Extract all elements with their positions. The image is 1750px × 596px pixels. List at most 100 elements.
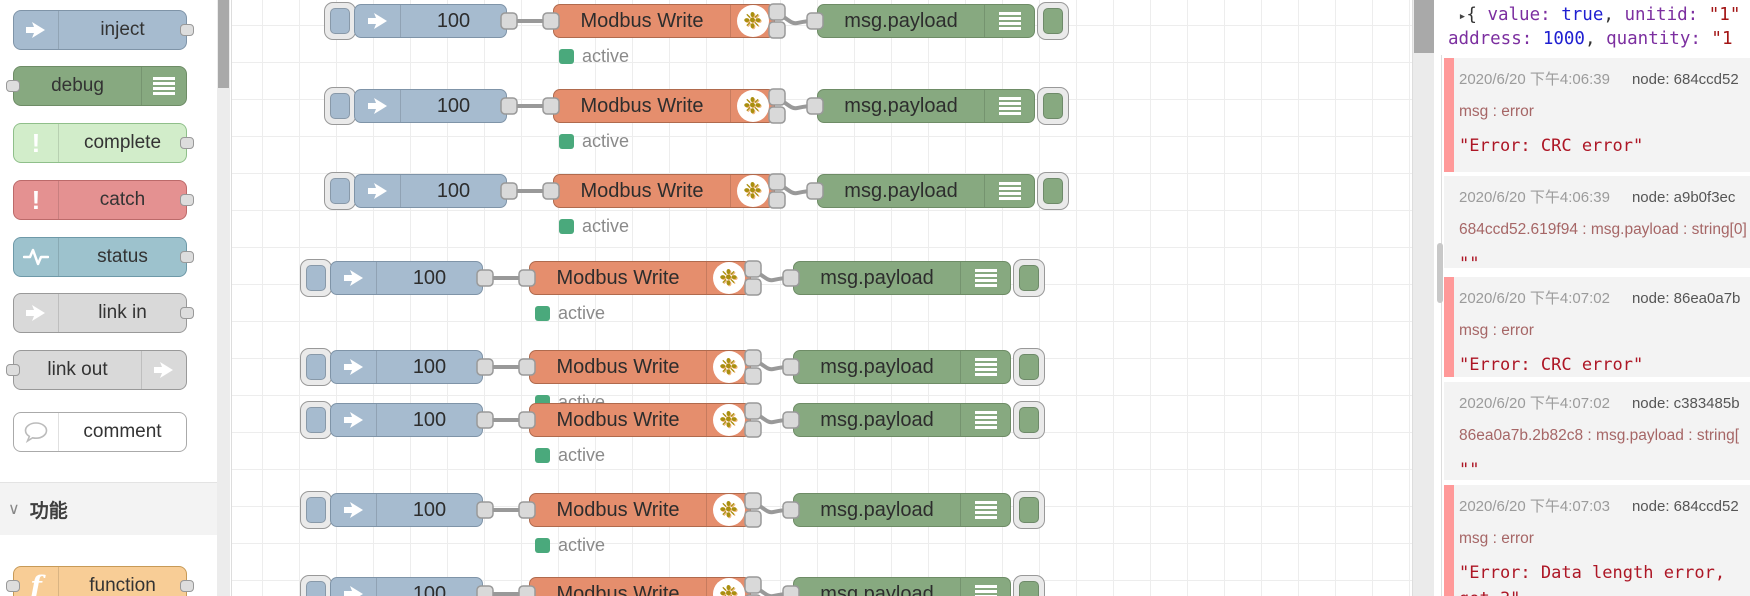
debug-toggle-button[interactable] (1013, 491, 1045, 529)
debug-msg-payload-node[interactable]: msg.payload (817, 89, 1035, 123)
output-port[interactable] (180, 24, 194, 36)
inject-node[interactable]: 100 (330, 577, 483, 596)
modbus-write-node[interactable]: Modbus Write❉ (553, 89, 775, 123)
list-icon (998, 12, 1021, 30)
debug-toggle-button[interactable] (1037, 87, 1069, 125)
debug-message-object[interactable]: ▸{ value: true, unitid: "1" address: 100… (1444, 0, 1750, 54)
canvas-scrollbar[interactable] (1412, 0, 1434, 596)
inject-node[interactable]: 100 (354, 174, 507, 208)
debug-message-property: msg : error (1459, 103, 1534, 120)
inject-node-label: 100 (436, 9, 471, 32)
inject-node[interactable]: 100 (330, 403, 483, 437)
inject-node[interactable]: 100 (330, 493, 483, 527)
canvas-scrollbar-thumb[interactable] (1414, 0, 1434, 53)
debug-msg-payload-node[interactable]: msg.payload (793, 493, 1011, 527)
palette-scrollbar-thumb[interactable] (218, 0, 229, 88)
palette-item-status[interactable]: status (13, 237, 194, 277)
modbus-write-node[interactable]: Modbus Write❉ (529, 350, 751, 384)
inject-trigger-button[interactable] (300, 575, 332, 596)
debug-message-body: "Error: CRC error" (1459, 355, 1644, 375)
debug-msg-payload-node[interactable]: msg.payload (793, 403, 1011, 437)
modbus-write-node[interactable]: Modbus Write❉ (529, 403, 751, 437)
palette-item-inject[interactable]: inject (13, 10, 194, 50)
debug-timestamp: 2020/6/20 下午4:06:39 (1459, 71, 1610, 88)
debug-toggle-button[interactable] (1037, 2, 1069, 40)
inject-trigger-button[interactable] (300, 348, 332, 386)
output-port[interactable] (180, 580, 194, 592)
input-port[interactable] (6, 580, 20, 592)
debug-msg-payload-node[interactable]: msg.payload (793, 350, 1011, 384)
status-dot-icon (559, 219, 574, 234)
debug-toggle-button[interactable] (1013, 575, 1045, 596)
inject-node[interactable]: 100 (354, 89, 507, 123)
modbus-write-node[interactable]: Modbus Write❉ (553, 4, 775, 38)
palette-item-complete[interactable]: !complete (13, 123, 194, 163)
output-port[interactable] (180, 194, 194, 206)
debug-toggle-button[interactable] (1013, 401, 1045, 439)
inject-trigger-button[interactable] (300, 401, 332, 439)
palette-item-debug[interactable]: debug (6, 66, 187, 106)
debug-toggle-button[interactable] (1013, 259, 1045, 297)
list-icon (153, 77, 175, 95)
debug-toggle-button[interactable] (1037, 172, 1069, 210)
palette-item-link-in[interactable]: link in (13, 293, 194, 333)
debug-object-preview[interactable]: ▸{ value: true, unitid: "1" address: 100… (1448, 5, 1741, 49)
output-port[interactable] (180, 307, 194, 319)
palette-item-link-out[interactable]: link out (6, 350, 187, 390)
debug-node-id: node: a9b0f3ec (1631, 189, 1736, 206)
node-status-active: active (535, 445, 605, 466)
node-status-active: active (559, 216, 629, 237)
inject-trigger-button[interactable] (324, 87, 356, 125)
input-port[interactable] (6, 364, 20, 376)
inject-trigger-button[interactable] (300, 259, 332, 297)
debug-toggle-button[interactable] (1013, 348, 1045, 386)
sidebar-separator[interactable] (1434, 0, 1444, 596)
output-port[interactable] (180, 137, 194, 149)
inject-node[interactable]: 100 (330, 350, 483, 384)
inject-node[interactable]: 100 (330, 261, 483, 295)
debug-msg-payload-node[interactable]: msg.payload (817, 174, 1035, 208)
list-icon (974, 501, 997, 519)
palette-item-label: catch (99, 189, 146, 210)
palette-category-label: 功能 (29, 500, 68, 522)
modbus-write-node[interactable]: Modbus Write❉ (553, 174, 775, 208)
debug-msg-payload-node[interactable]: msg.payload (793, 261, 1011, 295)
palette-scrollbar[interactable] (217, 0, 230, 596)
debug-message-body: "Error: Data length error, got 3" (1459, 563, 1726, 596)
input-port[interactable] (6, 80, 20, 92)
debug-message-meta: 2020/6/20 下午4:06:39 node: a9b0f3ec (1459, 188, 1746, 208)
modbus-write-node[interactable]: Modbus Write❉ (529, 261, 751, 295)
palette-item-comment[interactable]: comment (13, 412, 187, 452)
debug-node-label: msg.payload (820, 266, 934, 289)
debug-timestamp: 2020/6/20 下午4:06:39 (1459, 189, 1610, 206)
output-port[interactable] (180, 251, 194, 263)
debug-timestamp: 2020/6/20 下午4:07:02 (1459, 395, 1610, 412)
debug-timestamp: 2020/6/20 下午4:07:03 (1459, 498, 1610, 515)
status-pulse-icon (23, 248, 49, 266)
debug-msg-payload-node[interactable]: msg.payload (817, 4, 1035, 38)
status-text: active (558, 445, 606, 465)
modbus-write-node[interactable]: Modbus Write❉ (529, 577, 751, 596)
inject-trigger-button[interactable] (300, 491, 332, 529)
modbus-write-node[interactable]: Modbus Write❉ (529, 493, 751, 527)
inject-trigger-button[interactable] (324, 172, 356, 210)
expand-caret-icon[interactable]: ▸ (1458, 9, 1467, 24)
chevron-down-icon: ∨ (8, 501, 20, 518)
palette-category-function[interactable]: ∨ 功能 (0, 482, 218, 535)
debug-scrollbar-thumb[interactable] (1437, 243, 1443, 303)
inject-node[interactable]: 100 (354, 4, 507, 38)
debug-msg-payload-node[interactable]: msg.payload (793, 577, 1011, 596)
debug-node-label: msg.payload (844, 179, 958, 202)
modbus-node-label: Modbus Write (580, 179, 704, 202)
list-icon (974, 358, 997, 376)
palette-item-catch[interactable]: !catch (13, 180, 194, 220)
inject-node-label: 100 (436, 179, 471, 202)
inject-arrow-icon (367, 98, 387, 114)
inject-trigger-button[interactable] (324, 2, 356, 40)
inject-node-label: 100 (412, 355, 447, 378)
inject-node-label: 100 (436, 94, 471, 117)
